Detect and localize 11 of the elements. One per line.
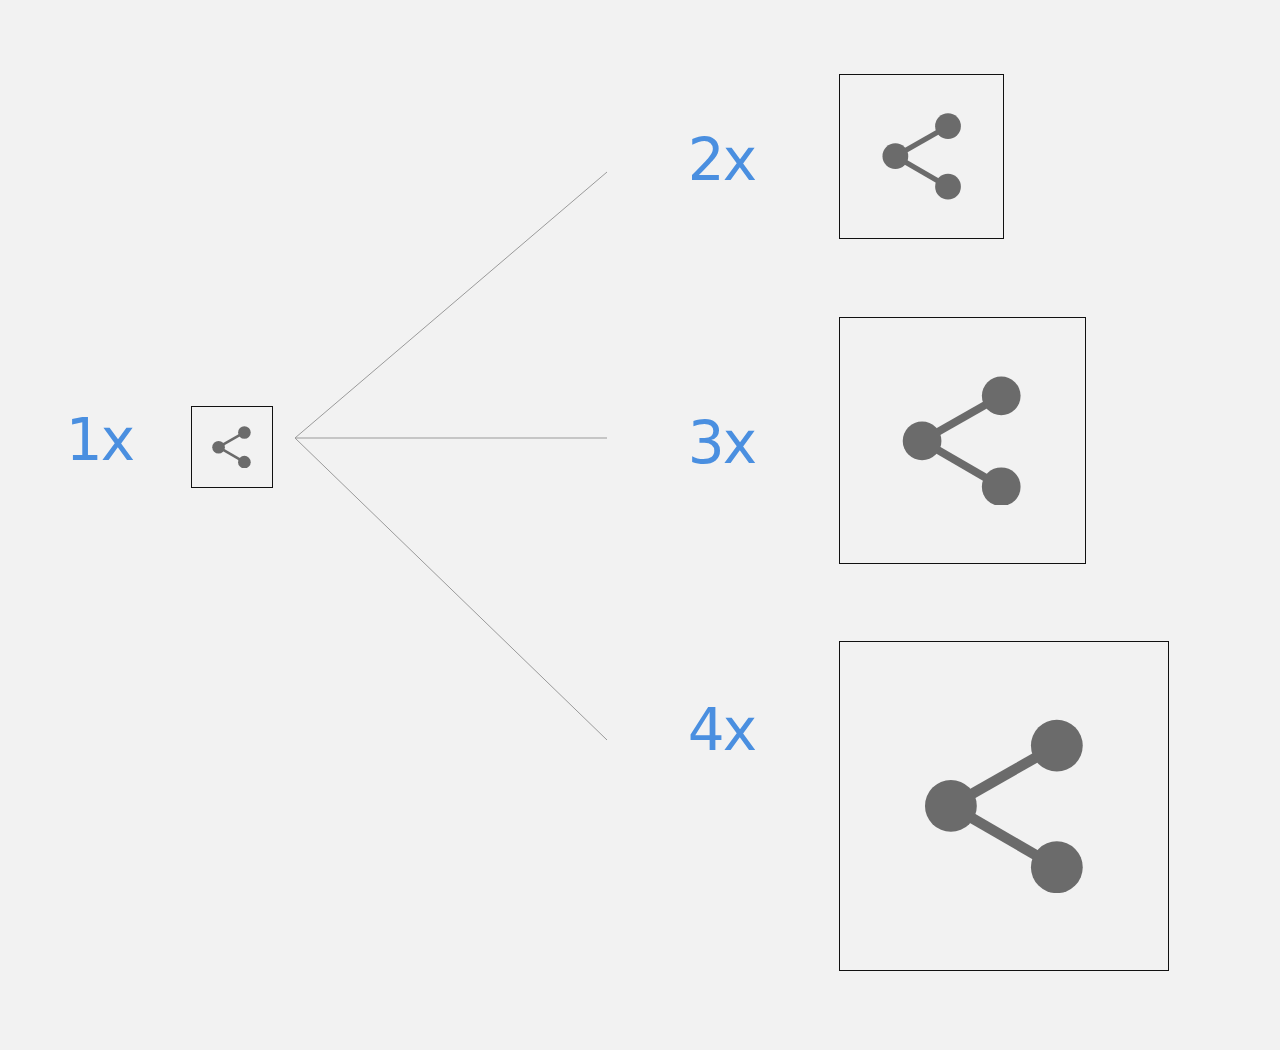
connector-line [294, 171, 608, 439]
scale-label: 2x [687, 131, 755, 189]
scale-label: 3x [687, 414, 755, 472]
connector-line [294, 437, 608, 741]
icon-frame [191, 406, 273, 488]
icon-frame [839, 74, 1004, 239]
connector-line [294, 437, 608, 439]
icon-frame [839, 641, 1169, 971]
scale-label: 4x [687, 701, 755, 759]
scale-label: 1x [65, 411, 133, 469]
icon-frame [839, 317, 1086, 564]
